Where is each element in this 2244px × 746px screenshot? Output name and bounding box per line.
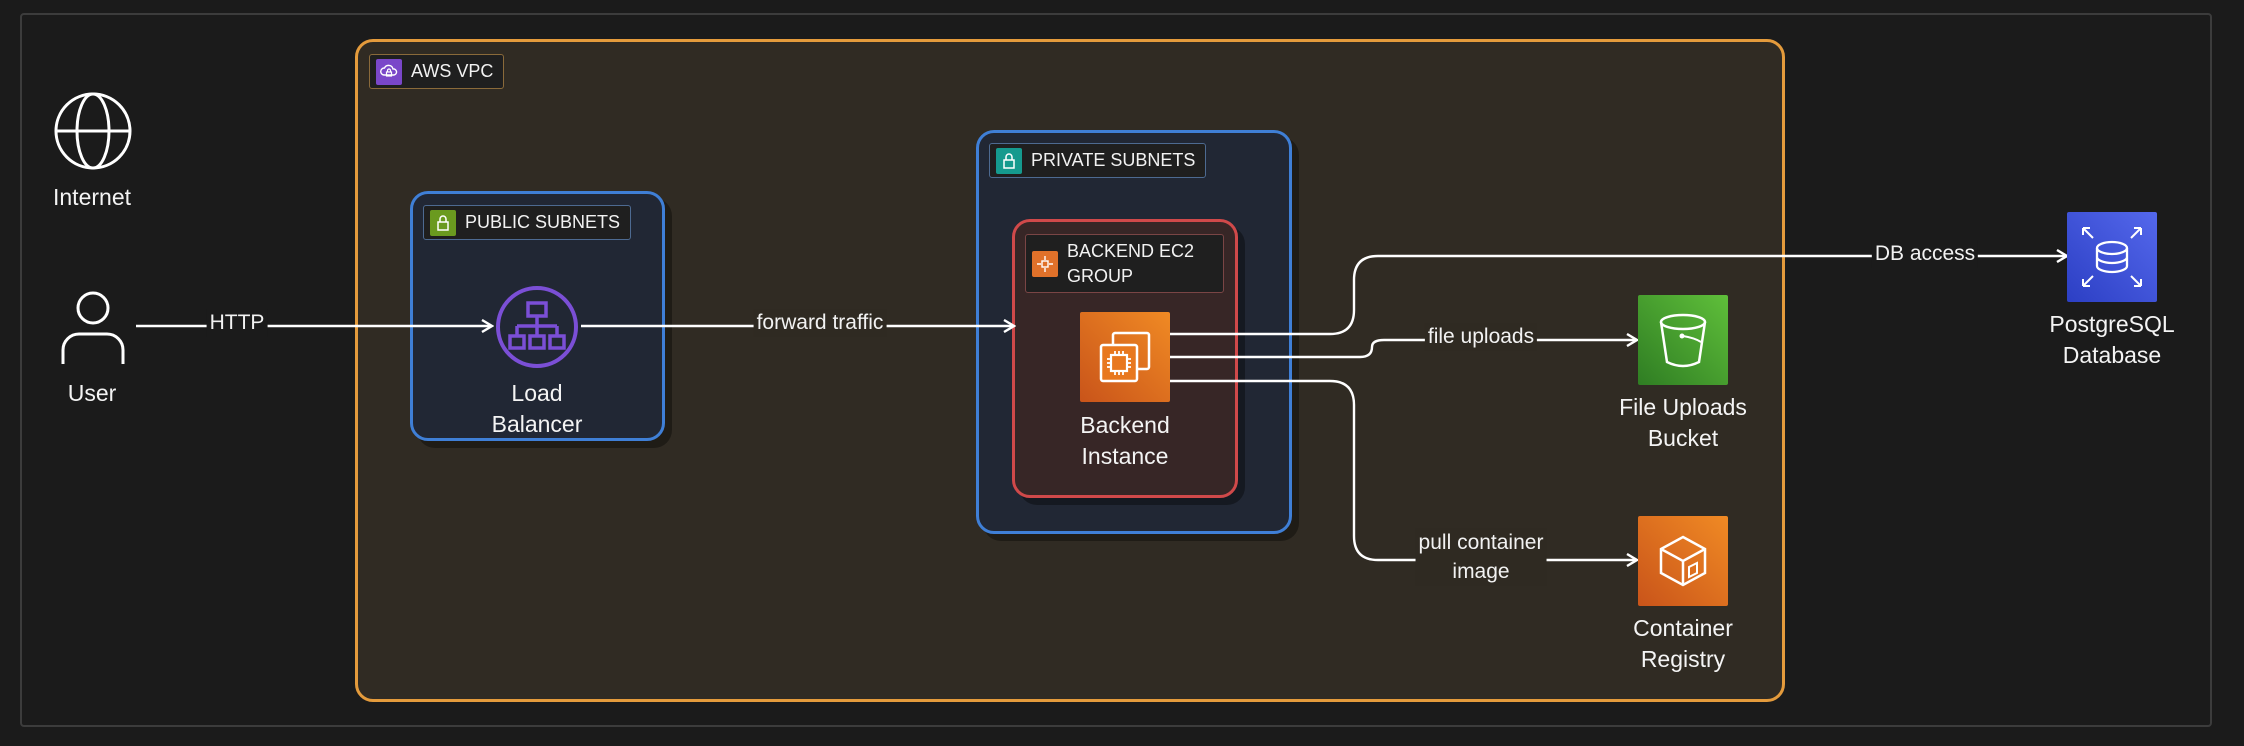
edge-label-file-uploads: file uploads bbox=[1424, 323, 1538, 351]
lock-icon bbox=[996, 147, 1022, 174]
file-uploads-bucket-label: File Uploads Bucket bbox=[1619, 392, 1747, 454]
edge-label-pull-image-line1: pull container bbox=[1418, 531, 1544, 554]
auto-scaling-icon bbox=[1032, 250, 1058, 277]
globe-icon bbox=[52, 90, 134, 172]
container-registry-label-line1: Container bbox=[1633, 615, 1733, 641]
backend-ec2-group-label: BACKEND EC2 GROUP bbox=[1067, 240, 1195, 286]
load-balancer-label: Load Balancer bbox=[492, 378, 583, 440]
edge-label-pull-image-line2: image bbox=[1452, 560, 1510, 583]
diagram-frame bbox=[20, 13, 2212, 727]
edge-file-uploads bbox=[1170, 340, 1637, 359]
vpc-cloud-lock-icon bbox=[376, 58, 402, 85]
load-balancer-icon bbox=[495, 285, 579, 369]
ec2-chip-icon bbox=[1080, 312, 1170, 402]
internet-label: Internet bbox=[53, 184, 131, 210]
edge-db-access bbox=[1170, 256, 2067, 336]
vpc-label: AWS VPC bbox=[411, 61, 494, 81]
vpc-tag: AWS VPC bbox=[369, 54, 505, 89]
backend-instance-label: Backend Instance bbox=[1080, 410, 1170, 472]
container-registry-label-line2: Registry bbox=[1640, 646, 1726, 672]
rds-database-icon bbox=[2067, 212, 2157, 302]
user-label: User bbox=[67, 380, 117, 406]
public-subnets-tag: PUBLIC SUBNETS bbox=[423, 205, 632, 240]
file-uploads-bucket-label-line1: File Uploads bbox=[1619, 394, 1747, 420]
load-balancer-label-line1: Load bbox=[511, 380, 563, 406]
edge-label-http: HTTP bbox=[206, 309, 268, 337]
user-icon bbox=[57, 288, 129, 366]
postgres-database-label: PostgreSQL Database bbox=[2049, 309, 2174, 371]
backend-instance-label-line1: Backend bbox=[1080, 412, 1170, 438]
private-subnets-tag: PRIVATE SUBNETS bbox=[989, 143, 1207, 178]
postgres-database-label-line1: PostgreSQL bbox=[2049, 311, 2175, 337]
s3-bucket-icon bbox=[1638, 295, 1728, 385]
container-registry-label: Container Registry bbox=[1633, 613, 1733, 675]
lock-icon bbox=[430, 209, 456, 236]
ecr-registry-icon bbox=[1638, 516, 1728, 606]
public-subnets-label: PUBLIC SUBNETS bbox=[465, 212, 621, 232]
edge-pull-image bbox=[1170, 379, 1637, 560]
edge-label-db-access: DB access bbox=[1871, 240, 1979, 268]
backend-instance-label-line2: Instance bbox=[1081, 443, 1169, 469]
file-uploads-bucket-label-line2: Bucket bbox=[1647, 425, 1719, 451]
load-balancer-label-line2: Balancer bbox=[491, 411, 583, 437]
private-subnets-label: PRIVATE SUBNETS bbox=[1031, 150, 1196, 170]
postgres-database-label-line2: Database bbox=[2062, 342, 2162, 368]
edge-label-pull-image: pull container image bbox=[1415, 528, 1547, 586]
edge-label-forward-traffic: forward traffic bbox=[753, 309, 887, 337]
backend-ec2-group-tag: BACKEND EC2 GROUP bbox=[1025, 234, 1224, 293]
